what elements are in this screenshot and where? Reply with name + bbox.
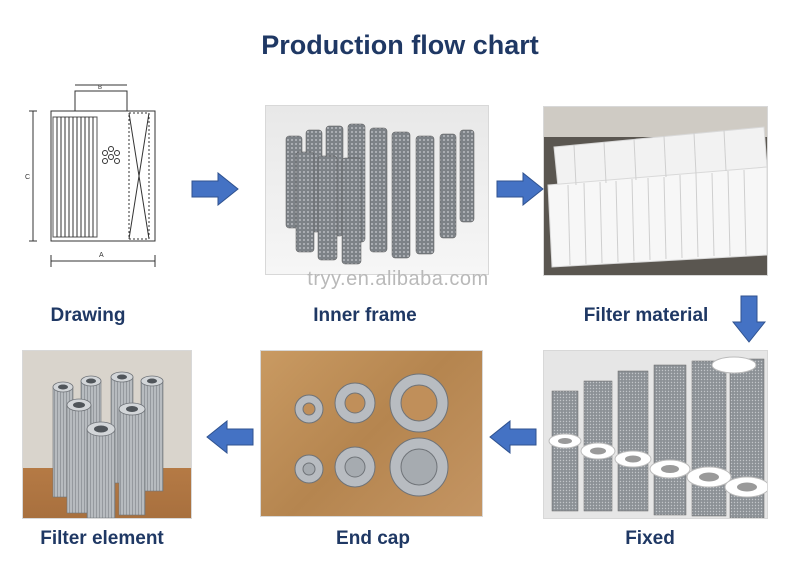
drawing-image: C A B: [22, 82, 162, 274]
arrow-right-icon: [496, 172, 544, 206]
dimension-c: C: [25, 174, 30, 181]
filter-drawing-icon: C A B: [25, 84, 156, 267]
dimension-b: B: [98, 85, 102, 91]
metal-end-caps-icon: [294, 373, 449, 497]
end-cap-image: [260, 350, 483, 517]
filter-element-image: [22, 350, 192, 519]
finished-filters-icon: [52, 371, 164, 518]
page-title: Production flow chart: [261, 30, 539, 60]
step-label-filter-element: Filter element: [40, 528, 164, 549]
step-label-filter-material: Filter material: [583, 305, 709, 326]
step-label-drawing: Drawing: [50, 305, 126, 326]
assembled-cylinders-icon: [548, 356, 767, 518]
fixed-image: [543, 350, 768, 519]
arrow-left-icon: [489, 420, 537, 454]
arrow-right-icon: [191, 172, 239, 206]
step-label-end-cap: End cap: [336, 528, 410, 549]
filter-material-image: [543, 106, 768, 276]
perforated-tubes-icon: [285, 123, 475, 265]
arrow-down-icon: [732, 295, 766, 343]
step-label-fixed: Fixed: [625, 528, 675, 549]
pleated-media-icon: [544, 107, 767, 268]
step-label-inner-frame: Inner frame: [313, 305, 417, 326]
watermark-text: tryy.en.alibaba.com: [307, 268, 489, 290]
arrow-left-icon: [206, 420, 254, 454]
dimension-a: A: [99, 252, 104, 259]
inner-frame-image: [265, 105, 489, 275]
